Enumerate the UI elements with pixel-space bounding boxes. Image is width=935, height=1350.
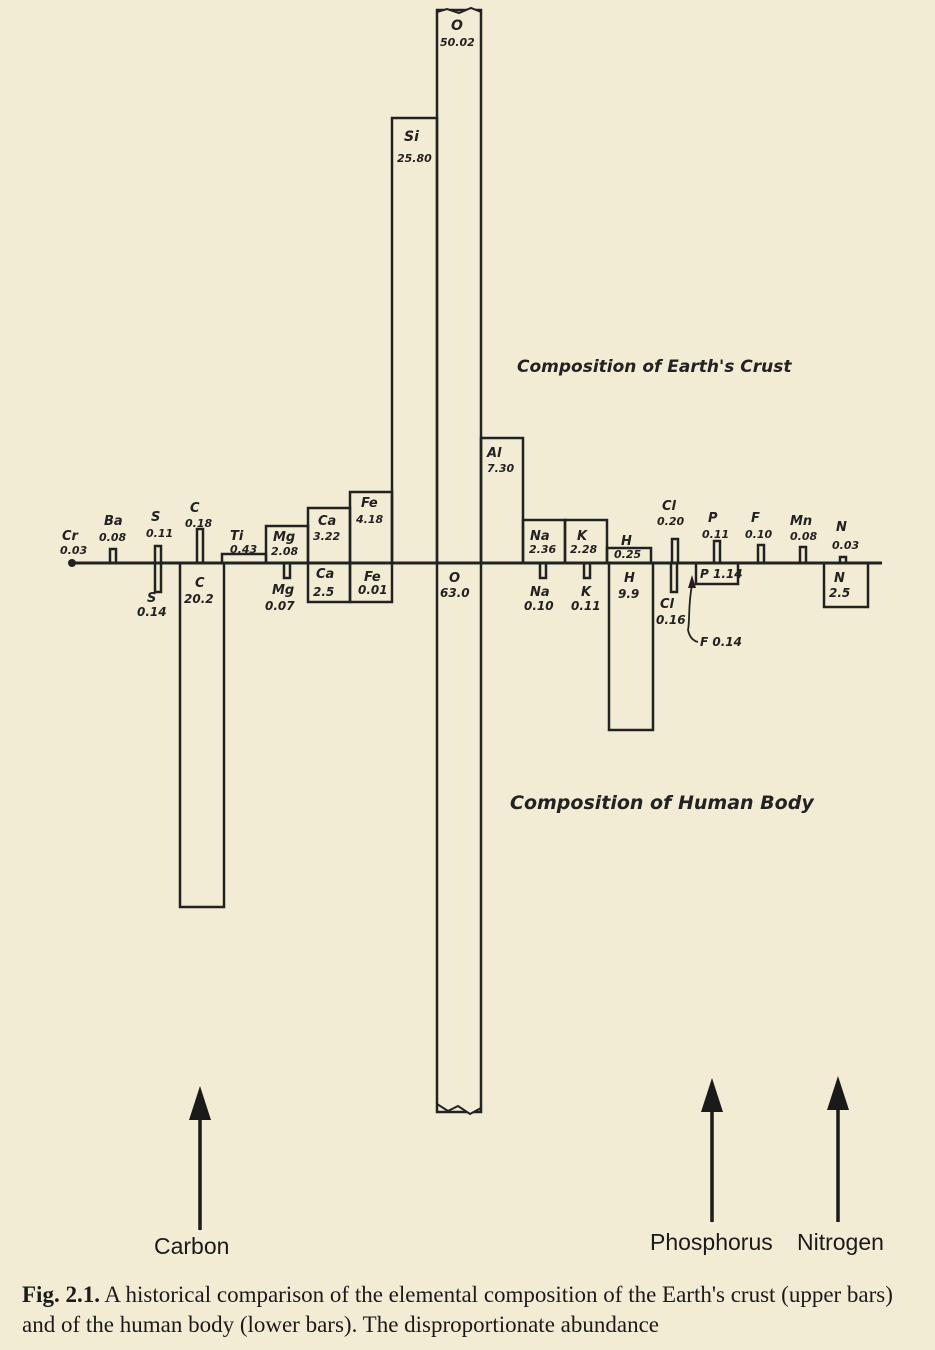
fe-leader-line	[687, 584, 699, 643]
figure-caption: Fig. 2.1. A historical comparison of the…	[22, 1280, 917, 1340]
body-bar-mg	[282, 561, 292, 580]
crust-value-cl: 0.20	[657, 515, 684, 528]
crust-bar-mn	[798, 545, 808, 565]
crust-symbol-ba: Ba	[104, 514, 123, 529]
body-title: Composition of Human Body	[510, 792, 815, 814]
body-value-s: 0.14	[137, 605, 167, 619]
fe-leader-arrow	[688, 575, 696, 588]
crust-value-cr: 0.03	[60, 544, 87, 557]
composition-chart: Cr0.03Ba0.08S0.11C0.18Ti0.43Mg2.08Ca3.22…	[60, 6, 882, 1230]
body-value-cl: 0.16	[656, 613, 686, 627]
crust-symbol-c: C	[190, 501, 200, 516]
body-symbol-mg: Mg	[272, 583, 294, 598]
crust-bar-c	[195, 527, 205, 565]
body-value-fe: 0.01	[358, 583, 388, 597]
crust-value-mn: 0.08	[790, 530, 817, 543]
phosphorus-label: Phosphorus	[650, 1229, 773, 1255]
body-bar-cl	[669, 561, 679, 594]
crust-title: Composition of Earth's Crust	[517, 357, 792, 377]
crust-value-o: 50.02	[440, 36, 475, 49]
body-value-c: 20.2	[184, 592, 214, 606]
body-symbol-na: Na	[530, 585, 550, 600]
body-bar-s	[153, 561, 163, 594]
crust-symbol-cl: Cl	[662, 499, 677, 514]
crust-symbol-ca: Ca	[318, 514, 336, 529]
crust-symbol-k: K	[577, 529, 588, 544]
crust-symbol-mn: Mn	[790, 514, 812, 529]
nitrogen-label: Nitrogen	[797, 1229, 884, 1255]
crust-symbol-ti: Ti	[230, 529, 244, 544]
crust-bar-si	[390, 116, 439, 565]
body-value-h: 9.9	[618, 587, 639, 601]
body-symbol-c: C	[195, 576, 205, 591]
oxygen-break-top	[436, 6, 482, 15]
body-symbol-s: S	[147, 591, 156, 606]
body-value-n: 2.5	[829, 586, 850, 600]
crust-value-ti: 0.43	[230, 543, 257, 556]
crust-bar-cl	[670, 537, 680, 565]
crust-bar-ba	[108, 547, 118, 565]
crust-value-s: 0.11	[146, 527, 173, 540]
body-label-p: P 1.14	[700, 567, 743, 581]
crust-value-al: 7.30	[487, 462, 514, 475]
crust-symbol-p: P	[708, 511, 718, 526]
caption-text: A historical comparison of the elemental…	[22, 1282, 893, 1337]
body-symbol-cl: Cl	[660, 597, 675, 612]
crust-value-na: 2.36	[529, 543, 556, 556]
crust-value-p: 0.11	[702, 528, 729, 541]
crust-value-c: 0.18	[185, 517, 212, 530]
body-symbol-ca: Ca	[316, 567, 334, 582]
crust-symbol-fe: Fe	[361, 496, 378, 511]
crust-symbol-na: Na	[530, 529, 550, 544]
crust-value-ba: 0.08	[99, 531, 126, 544]
crust-value-k: 2.28	[570, 543, 597, 556]
body-bar-k	[582, 561, 592, 580]
figure-label: Fig. 2.1.	[22, 1282, 100, 1307]
body-symbol-o: O	[449, 571, 460, 586]
crust-symbol-al: Al	[486, 446, 502, 461]
crust-value-f: 0.10	[745, 528, 772, 541]
phosphorus-arrow	[701, 1078, 723, 1222]
crust-bar-f	[756, 543, 766, 565]
crust-symbol-cr: Cr	[62, 529, 80, 544]
crust-symbol-h: H	[621, 534, 632, 549]
body-symbol-fe: Fe	[364, 570, 381, 585]
body-value-mg: 0.07	[265, 599, 295, 613]
oxygen-break-bottom	[436, 1103, 482, 1116]
crust-bar-o	[435, 8, 483, 565]
crust-symbol-n: N	[836, 520, 847, 535]
crust-symbol-s: S	[151, 510, 160, 525]
crust-value-n: 0.03	[832, 539, 859, 552]
crust-symbol-f: F	[751, 511, 760, 526]
crust-symbol-mg: Mg	[273, 530, 295, 545]
crust-bar-s	[153, 544, 163, 565]
body-symbol-h: H	[624, 571, 635, 586]
body-bar-o	[435, 561, 483, 1114]
body-bar-c	[178, 561, 226, 909]
body-bar-n	[822, 561, 870, 609]
crust-bar-p	[712, 539, 722, 565]
carbon-arrow	[189, 1086, 211, 1230]
body-symbol-k: K	[581, 585, 592, 600]
crust-value-si: 25.80	[397, 152, 432, 165]
carbon-label: Carbon	[154, 1233, 230, 1259]
crust-value-mg: 2.08	[271, 545, 298, 558]
crust-value-h: 0.25	[614, 548, 641, 561]
body-value-ca: 2.5	[313, 585, 334, 599]
crust-symbol-si: Si	[404, 129, 419, 145]
crust-symbol-o: O	[451, 18, 463, 34]
body-value-o: 63.0	[440, 586, 470, 600]
body-value-na: 0.10	[524, 599, 554, 613]
body-symbol-n: N	[834, 571, 845, 586]
body-label-f: F 0.14	[700, 635, 742, 649]
cr-dot	[68, 559, 76, 567]
crust-value-fe: 4.18	[355, 513, 383, 526]
nitrogen-arrow	[827, 1076, 849, 1222]
body-value-k: 0.11	[571, 599, 601, 613]
crust-value-ca: 3.22	[313, 530, 340, 543]
body-bar-na	[538, 561, 548, 580]
